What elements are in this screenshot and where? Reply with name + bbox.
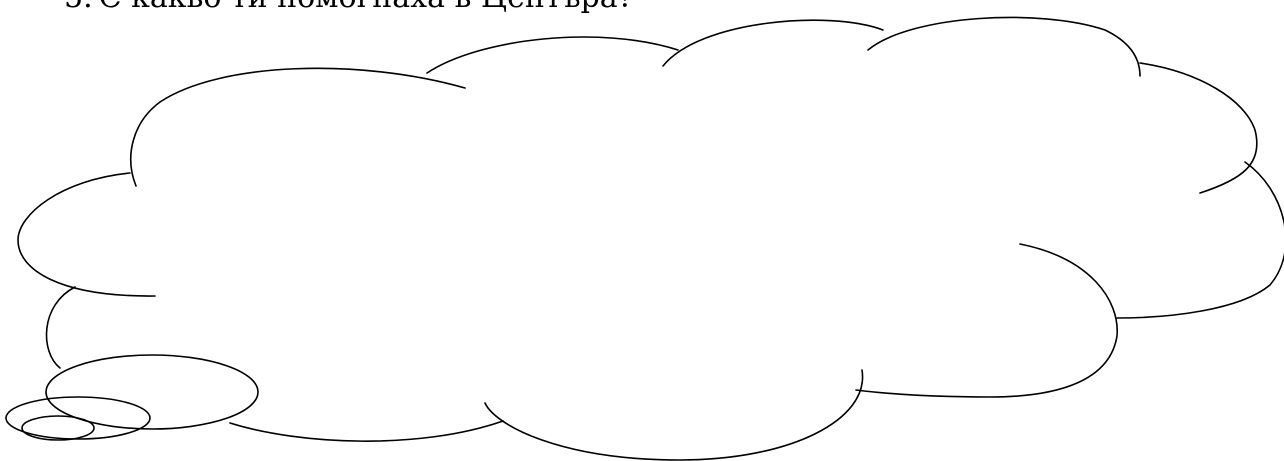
cloud-lobe-right bbox=[1117, 162, 1284, 318]
cloud-lobe-right-upper bbox=[1140, 63, 1257, 193]
cloud-lobe-top-center bbox=[427, 37, 678, 73]
cloud-lobe-left-lower bbox=[46, 287, 75, 368]
cloud-lobe-bottom-left bbox=[230, 421, 503, 441]
thought-bubble-small-inner bbox=[22, 416, 94, 440]
cloud-lobe-bottom-center bbox=[485, 370, 863, 460]
cloud-lobe-right-lower bbox=[856, 244, 1117, 397]
cloud-lobe-top-far-right bbox=[868, 17, 1140, 76]
cloud-lobe-upper-left bbox=[131, 68, 465, 186]
cloud-lobe-top-right bbox=[663, 20, 883, 66]
cloud-lobe-left bbox=[18, 173, 155, 296]
